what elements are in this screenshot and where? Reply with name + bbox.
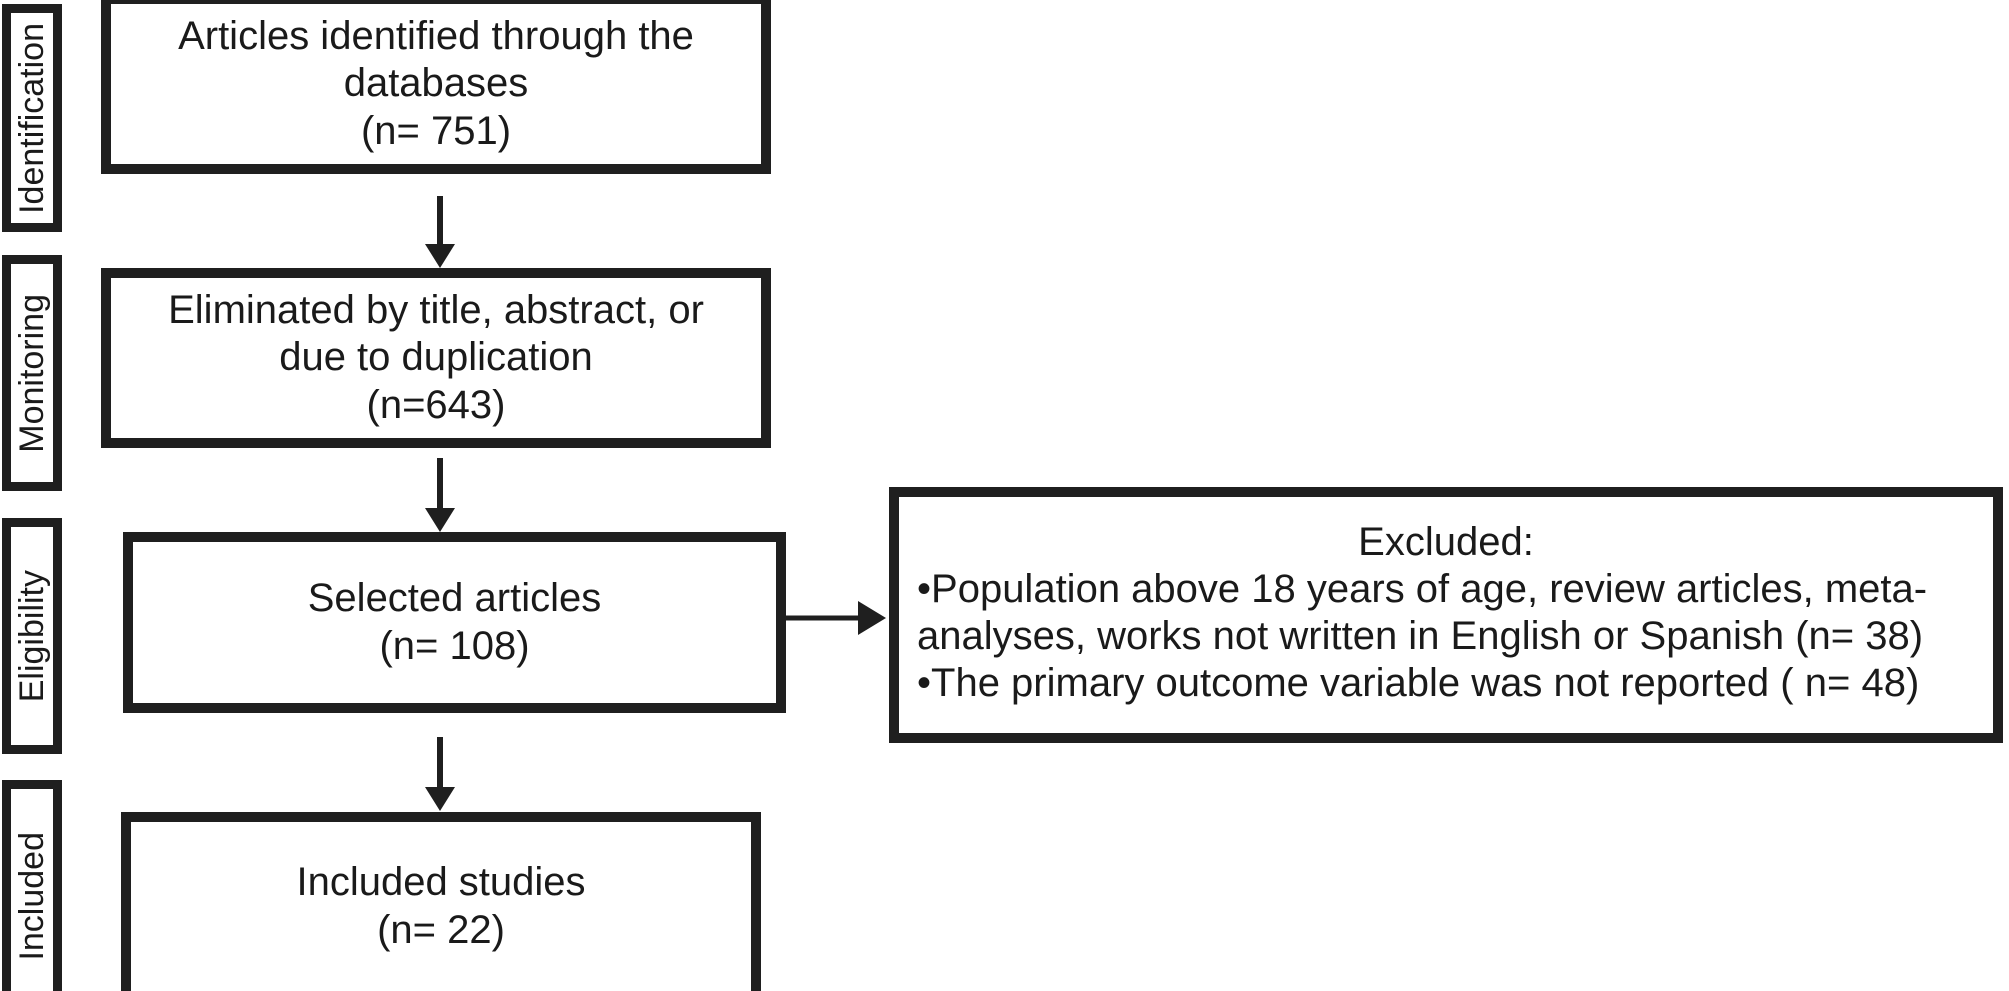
stage-label-monitoring: Monitoring: [13, 293, 51, 453]
arrow-head: [425, 244, 455, 268]
stage-box-monitoring: Monitoring: [2, 255, 62, 491]
flow-box-selected: Selected articles (n= 108): [123, 532, 786, 713]
excluded-item-1-text: Population above 18 years of age, review…: [917, 566, 1928, 658]
excluded-item-1: •Population above 18 years of age, revie…: [917, 566, 1975, 660]
arrow-shaft: [437, 737, 443, 789]
arrow-shaft: [437, 458, 443, 510]
flow-box-selected-count: (n= 108): [379, 623, 530, 668]
arrow-selected-to-excluded: [786, 600, 886, 636]
excluded-item-2: •The primary outcome variable was not re…: [917, 660, 1975, 707]
arrow-head: [425, 508, 455, 532]
flow-box-eliminated-line-1: Eliminated by title, abstract, or: [168, 287, 704, 332]
flow-box-eliminated-count: (n=643): [366, 382, 506, 427]
arrow-eliminated-to-selected: [412, 458, 468, 532]
flow-box-eliminated-line-2: due to duplication: [279, 335, 593, 380]
flow-box-included-studies-line-1: Included studies: [296, 860, 586, 905]
flow-box-identified-count: (n= 751): [360, 108, 512, 153]
flow-box-included-studies-count: (n= 22): [377, 908, 505, 952]
stage-box-identification: Identification: [2, 4, 62, 232]
stage-label-identification: Identification: [13, 22, 51, 214]
arrow-head: [425, 787, 455, 811]
excluded-item-2-text: The primary outcome variable was not rep…: [931, 661, 1920, 706]
stage-box-included: Included: [2, 780, 62, 991]
excluded-box: Excluded: •Population above 18 years of …: [889, 487, 2003, 743]
stage-box-eligibility: Eligibility: [2, 518, 62, 754]
flow-box-identified-line-1: Articles identified through the: [178, 13, 694, 58]
flow-box-selected-line-1: Selected articles: [307, 575, 602, 620]
arrow-head: [858, 601, 886, 635]
stage-label-eligibility: Eligibility: [13, 569, 51, 703]
arrow-shaft: [786, 615, 866, 621]
excluded-item-1-bullet: •: [917, 566, 932, 611]
flow-box-included-studies: Included studies (n= 22): [121, 812, 761, 991]
flow-box-identified-line-2: databases: [343, 61, 529, 106]
arrow-selected-to-included: [412, 737, 468, 811]
flow-box-eliminated: Eliminated by title, abstract, or due to…: [101, 268, 771, 448]
flow-box-identified: Articles identified through the database…: [101, 0, 771, 174]
stage-label-included: Included: [13, 831, 51, 961]
excluded-item-2-bullet: •: [917, 661, 932, 706]
arrow-identified-to-eliminated: [412, 196, 468, 268]
arrow-shaft: [437, 196, 443, 246]
excluded-heading: Excluded:: [1358, 519, 1534, 564]
